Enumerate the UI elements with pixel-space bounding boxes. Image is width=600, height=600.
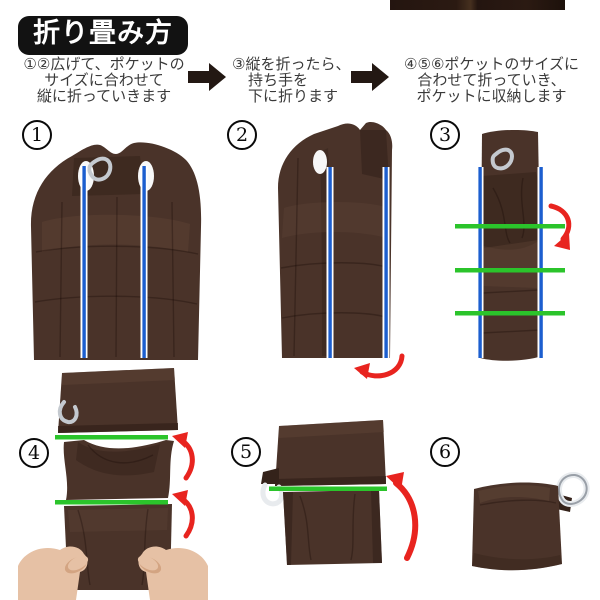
top-folded-square — [58, 368, 178, 433]
step-number: 1 — [30, 123, 44, 146]
green-fold-line-3 — [455, 311, 565, 316]
carabiner-hook-icon — [87, 156, 113, 182]
instruction-line: 合わせて折っていき、 — [417, 71, 566, 89]
blue-guide-line-left — [476, 167, 484, 358]
instruction-line: ポケットに収納します — [416, 87, 567, 105]
step-number: 6 — [438, 440, 452, 463]
green-fold-line — [269, 486, 387, 491]
step-number-badge-5: 5 — [231, 437, 261, 467]
pouch-silhouette — [472, 482, 562, 571]
bag-open-silhouette — [30, 142, 202, 360]
fold-direction-red-arrow — [548, 203, 572, 250]
instruction-block-1: ①②広げて、ポケットの サイズに合わせて 縦に折っていきます — [18, 56, 190, 104]
handle-fold-shadow — [360, 130, 389, 180]
instruction-line: ③縦を折ったら、 — [232, 55, 351, 73]
green-fold-line-2 — [55, 500, 168, 505]
step-number-badge-4: 4 — [19, 438, 49, 468]
step-number: 5 — [239, 440, 253, 463]
fold-up-red-arrow-1 — [172, 432, 195, 481]
fold-direction-red-arrow — [354, 353, 405, 379]
left-hand — [18, 546, 89, 600]
instruction-line: ①②広げて、ポケットの — [23, 55, 185, 73]
carabiner-hook-icon — [260, 482, 285, 507]
blue-guide-line-right — [537, 167, 545, 358]
fold-up-red-arrow — [386, 472, 419, 561]
step6-pouch-photo — [450, 465, 595, 580]
fold-up-red-arrow-2 — [172, 490, 195, 539]
step3-bag-photo — [448, 118, 578, 368]
right-thumb — [137, 555, 159, 571]
cropped-photo-fragment — [390, 0, 565, 10]
fold-shadow-edge — [58, 423, 178, 433]
blue-guide-line-right — [140, 166, 148, 358]
blue-guide-line-right — [382, 167, 390, 358]
instruction-block-3: ④⑤⑥ポケットのサイズに 合わせて折っていき、 ポケットに収納します — [388, 56, 595, 104]
step5-bag-photo — [255, 412, 420, 577]
blue-guide-line-left — [80, 166, 88, 358]
flow-right-arrow-icon — [351, 62, 389, 92]
green-fold-line-1 — [455, 224, 565, 229]
side-tab — [261, 468, 279, 484]
bottom-folded-square — [283, 490, 382, 565]
green-fold-line-1 — [55, 435, 168, 440]
carabiner-hook-icon — [490, 147, 514, 171]
step1-bag-photo — [22, 132, 207, 367]
right-hand — [137, 546, 208, 600]
step-number-badge-1: 1 — [22, 120, 52, 150]
blue-guide-line-left — [326, 167, 334, 358]
handle-opening — [313, 150, 327, 174]
bag-folded-vertical-silhouette — [278, 121, 393, 358]
step-number: 3 — [438, 123, 452, 146]
step-number-badge-2: 2 — [227, 120, 257, 150]
instruction-line: サイズに合わせて — [44, 71, 164, 89]
instruction-line: 下に折ります — [248, 87, 339, 105]
bag-highlight — [42, 214, 190, 252]
instruction-line: 縦に折っていきます — [36, 87, 172, 105]
step-number: 4 — [27, 441, 41, 464]
instruction-line: 持ち手を — [248, 71, 309, 89]
carabiner-hook-icon — [57, 400, 79, 425]
instruction-line: ④⑤⑥ポケットのサイズに — [404, 55, 579, 73]
instruction-block-2: ③縦を折ったら、 持ち手を 下に折ります — [232, 56, 350, 104]
green-fold-line-2 — [455, 268, 565, 273]
step-number-badge-3: 3 — [430, 120, 460, 150]
step-number: 2 — [235, 123, 249, 146]
step-number-badge-6: 6 — [430, 437, 460, 467]
left-thumb — [67, 555, 89, 571]
step4-bag-photo — [18, 360, 208, 600]
step2-bag-photo — [258, 118, 410, 390]
pocket-crumple — [482, 172, 540, 250]
page-title: 折り畳み方 — [18, 16, 188, 55]
flow-right-arrow-icon — [188, 62, 226, 92]
top-folded-square — [275, 420, 386, 486]
